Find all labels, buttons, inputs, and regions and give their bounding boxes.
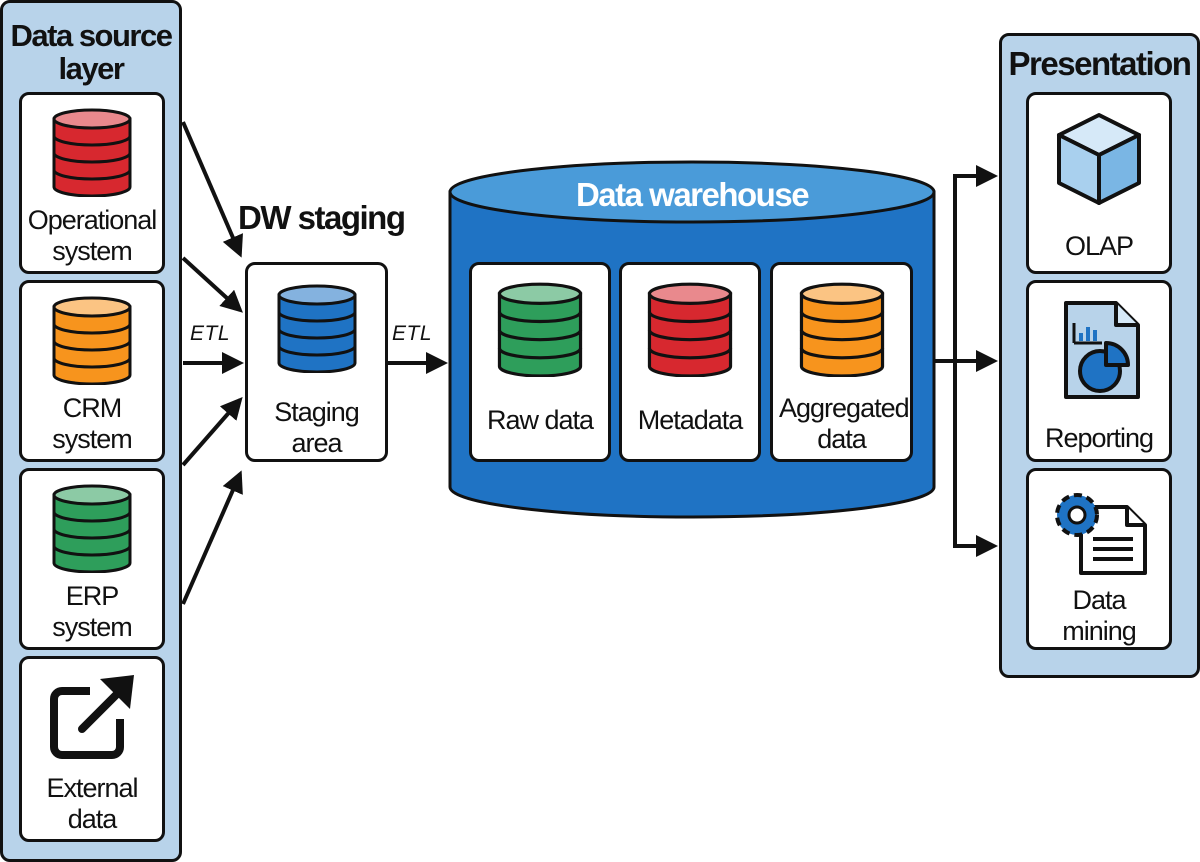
warehouse-card-metadata: Metadata — [619, 262, 761, 462]
warehouse-card-raw-data-label: Raw data — [486, 405, 594, 435]
database-icon — [647, 282, 733, 377]
database-body — [497, 292, 583, 377]
database-top — [647, 282, 733, 305]
database-top — [277, 284, 356, 306]
database-top — [52, 108, 132, 130]
etl-label-left: ETL — [190, 322, 231, 345]
staging-area-label: Staging area — [274, 397, 360, 458]
warehouse-card-raw-data: Raw data — [469, 262, 611, 462]
database-body — [52, 117, 132, 197]
cube-icon — [1057, 113, 1141, 205]
presentation-card-data-mining-label: Data mining — [1062, 585, 1137, 646]
source-card-operational-label: Operational system — [27, 205, 158, 266]
presentation-card-reporting: Reporting — [1026, 280, 1172, 462]
database-disk-divider — [52, 323, 132, 335]
report-page-fold — [1114, 303, 1138, 327]
mining-gear-hole — [1067, 505, 1087, 525]
source-card-external: External data — [19, 656, 165, 842]
warehouse-cylinder-top — [448, 160, 936, 224]
source-card-crm: CRM system — [19, 280, 165, 462]
data-source-layer-title: Data source layer — [10, 18, 173, 86]
arrow-external-to-staging — [181, 470, 243, 605]
presentation-card-data-mining: Data mining — [1026, 468, 1172, 650]
database-body — [52, 305, 132, 385]
database-icon — [277, 284, 356, 373]
report-chart-icon — [1064, 301, 1140, 399]
database-disk-divider — [52, 545, 132, 557]
database-disk-divider — [52, 357, 132, 369]
database-disk-divider — [277, 311, 356, 323]
database-disk-divider — [52, 511, 132, 523]
arrow-operational-to-staging-2 — [181, 256, 243, 313]
staging-area-card: Staging area — [245, 262, 388, 462]
presentation-title: Presentation — [1008, 45, 1192, 82]
source-card-operational: Operational system — [19, 92, 165, 274]
database-disk-divider — [52, 169, 132, 181]
database-body — [799, 292, 884, 377]
source-to-staging-arrows — [181, 121, 448, 605]
database-disk-divider — [799, 347, 884, 360]
database-icon — [52, 108, 132, 197]
database-disk-divider — [497, 329, 583, 342]
warehouse-to-presentation-arrows — [934, 165, 998, 557]
database-body — [277, 293, 356, 373]
source-card-external-label: External data — [46, 773, 138, 834]
database-disk-divider — [277, 328, 356, 340]
database-icon — [52, 484, 132, 573]
mining-document-lines — [1093, 537, 1133, 561]
presentation-card-reporting-label: Reporting — [1044, 423, 1154, 453]
database-disk-divider — [52, 340, 132, 352]
database-top — [52, 484, 132, 506]
source-card-crm-label: CRM system — [52, 393, 133, 454]
database-disk-divider — [647, 329, 733, 342]
database-disk-divider — [647, 347, 733, 360]
warehouse-card-metadata-label: Metadata — [637, 405, 744, 435]
external-link-arrow-head — [100, 675, 134, 709]
mining-gear — [1055, 493, 1099, 537]
database-top — [799, 282, 884, 305]
database-disk-divider — [497, 311, 583, 324]
external-link-icon — [50, 675, 134, 759]
database-disk-divider — [52, 528, 132, 540]
database-disk-divider — [799, 329, 884, 342]
report-pie-slice — [1104, 341, 1130, 367]
etl-label-right: ETL — [392, 322, 433, 345]
database-top — [497, 282, 583, 305]
warehouse-card-aggregated-data: Aggregated data — [770, 262, 913, 462]
database-disk-divider — [52, 152, 132, 164]
database-body — [647, 292, 733, 377]
database-top — [52, 296, 132, 318]
database-disk-divider — [52, 135, 132, 147]
report-bar-chart — [1072, 323, 1102, 345]
cube-right-face — [1097, 133, 1141, 205]
database-icon — [52, 296, 132, 385]
arrow-operational-to-staging — [181, 121, 243, 258]
source-card-erp: ERP system — [19, 468, 165, 650]
database-disk-divider — [497, 347, 583, 360]
dw-staging-heading: DW staging — [238, 199, 406, 236]
database-body — [52, 493, 132, 573]
presentation-card-olap: OLAP — [1026, 92, 1172, 274]
data-warehouse-title: Data warehouse — [575, 176, 810, 213]
source-card-erp-label: ERP system — [52, 581, 133, 642]
external-link-arrow-shaft — [78, 685, 126, 733]
warehouse-card-aggregated-data-label: Aggregated data — [779, 393, 910, 454]
gear-document-icon — [1055, 493, 1147, 575]
database-disk-divider — [277, 345, 356, 357]
arrow-erp-to-staging — [181, 396, 243, 467]
database-icon — [799, 282, 884, 377]
database-icon — [497, 282, 583, 377]
external-link-box — [50, 687, 124, 759]
database-disk-divider — [799, 311, 884, 324]
presentation-card-olap-label: OLAP — [1064, 231, 1134, 261]
database-disk-divider — [647, 311, 733, 324]
mining-document-fold — [1125, 507, 1145, 527]
